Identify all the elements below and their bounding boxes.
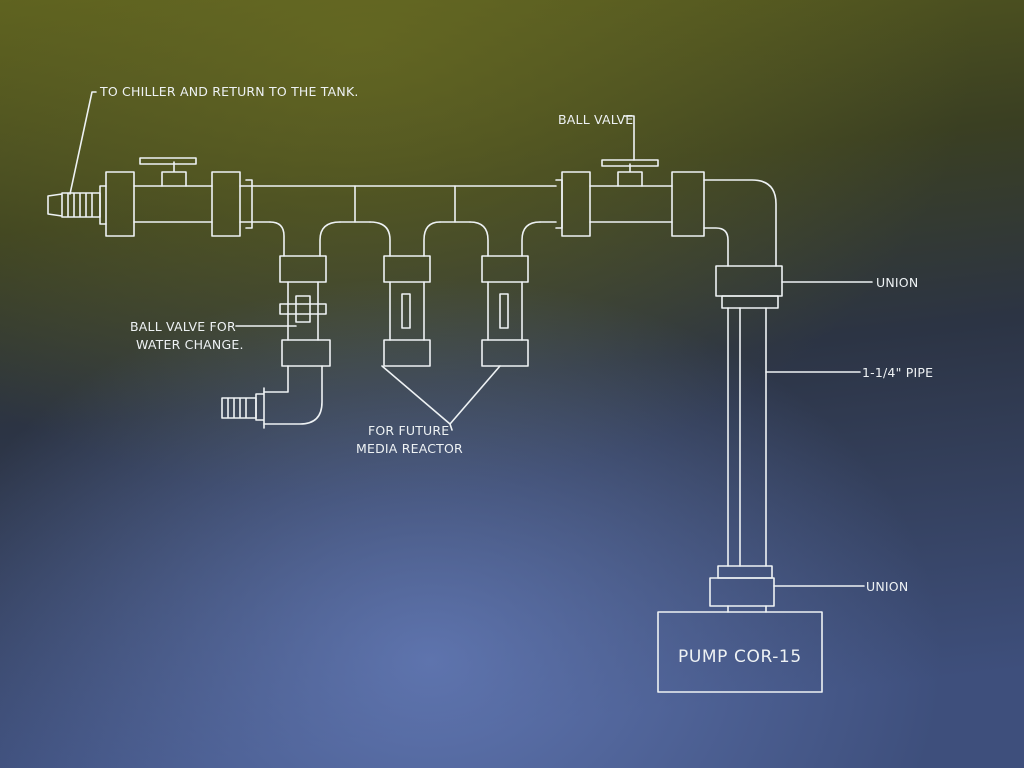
branch-3-valve-slot (499, 293, 509, 329)
elbow-outer (703, 179, 777, 267)
top-ball-valve (601, 159, 659, 187)
future-reactor-label-line-2: MEDIA REACTOR (356, 441, 463, 456)
ball-valve-leader (623, 115, 635, 161)
manifold-tee-dividers (354, 185, 456, 223)
riser-pipe (709, 265, 783, 613)
main-manifold (251, 185, 557, 223)
branch-3-body (487, 281, 523, 341)
pipe-walls (727, 307, 767, 567)
water-change-label-line-2: WATER CHANGE. (136, 337, 244, 352)
branch-water-change (221, 221, 341, 429)
reactor-leader (381, 365, 501, 431)
branch-1-union-top (279, 255, 327, 283)
chiller-leader (69, 91, 97, 195)
left-ball-valve (139, 157, 197, 187)
right-pipe-segment (589, 185, 673, 223)
branch-reactor-1 (369, 221, 441, 367)
branch-1-elbow (269, 221, 341, 257)
branch-1-outlet-elbow (263, 365, 323, 425)
union-upper-label: UNION (876, 275, 918, 290)
hose-barb-tip (47, 193, 63, 217)
left-pipe-segment (133, 185, 213, 223)
future-reactor-label-line-1: FOR FUTURE (368, 423, 449, 438)
elbow-inner (703, 227, 729, 267)
branch-2-union-bottom (383, 339, 431, 367)
pump-label: PUMP COR-15 (678, 647, 802, 667)
upper-union-bottom (721, 295, 779, 309)
union-lower-label: UNION (866, 579, 908, 594)
diagram-labels: TO CHILLER AND RETURN TO THE TANK. BALL … (99, 84, 933, 667)
branch-2-elbow (369, 221, 441, 257)
leader-lines (69, 91, 873, 587)
branch-3-union-bottom (481, 339, 529, 367)
left-union-1 (105, 171, 135, 237)
left-union-2 (211, 171, 241, 237)
water-change-hose-barb (221, 397, 257, 419)
water-change-label-line-1: BALL VALVE FOR (130, 319, 236, 334)
branch-2-union-top (383, 255, 431, 283)
barb-shoulder (99, 185, 107, 225)
water-change-ball-valve (279, 295, 327, 323)
right-union-2 (671, 171, 705, 237)
branch-2-body (389, 281, 425, 341)
branch-reactor-2 (469, 221, 541, 367)
lower-union-bottom (709, 577, 775, 607)
chiller-label: TO CHILLER AND RETURN TO THE TANK. (99, 84, 359, 99)
branch-1-body (287, 281, 319, 341)
pipe-size-label: 1-1/4" PIPE (862, 365, 933, 380)
left-connector (239, 179, 253, 229)
left-inlet-assembly (47, 157, 253, 237)
branch-2-valve-slot (401, 293, 411, 329)
branch-3-union-top (481, 255, 529, 283)
right-inlet-assembly (555, 159, 777, 267)
branch-1-union-bottom (281, 339, 331, 367)
branch-3-elbow (469, 221, 541, 257)
ball-valve-label: BALL VALVE (558, 112, 633, 127)
pump-box (657, 611, 823, 693)
pump-inlet (727, 605, 767, 613)
right-union-1 (561, 171, 591, 237)
